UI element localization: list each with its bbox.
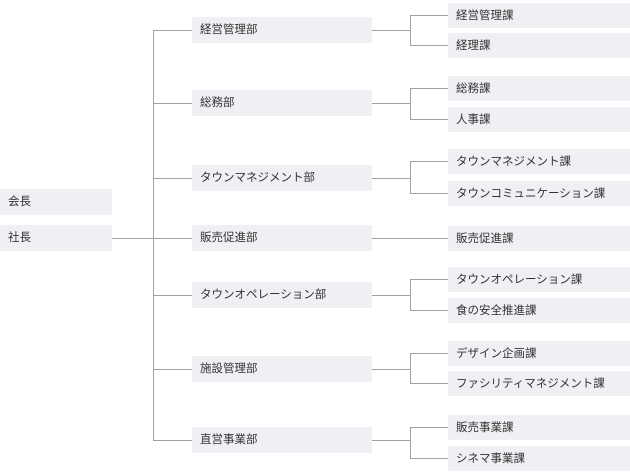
- connector-section-3b: [410, 193, 448, 194]
- connector-branch-1: [372, 30, 410, 31]
- department-box: 直営事業部: [192, 427, 372, 453]
- department-box: タウンオペレーション部: [192, 282, 372, 308]
- connector-branch-7: [372, 440, 410, 441]
- section-box: 販売事業課: [448, 415, 630, 440]
- connector-section-2b: [410, 119, 448, 120]
- connector-section-5b: [410, 310, 448, 311]
- section-box: 食の安全推進課: [448, 298, 630, 323]
- section-box: タウンコミュニケーション課: [448, 181, 630, 206]
- department-box: 施設管理部: [192, 356, 372, 382]
- department-box: 販売促進部: [192, 225, 372, 251]
- connector-dept-2: [153, 103, 192, 104]
- section-box: シネマ事業課: [448, 446, 630, 471]
- connector-branch-3-vertical: [410, 161, 411, 194]
- connector-branch-5: [372, 295, 410, 296]
- connector-section-6a: [410, 353, 448, 354]
- department-box: 総務部: [192, 90, 372, 116]
- department-box: 経営管理部: [192, 17, 372, 43]
- connector-section-3a: [410, 161, 448, 162]
- connector-dept-3: [153, 178, 192, 179]
- connector-branch-7-vertical: [410, 427, 411, 459]
- president-box: 社長: [0, 225, 112, 251]
- section-box: タウンマネジメント課: [448, 149, 630, 174]
- connector-dept-4: [153, 238, 192, 239]
- connector-section-4a: [372, 238, 448, 239]
- connector-section-1b: [410, 45, 448, 46]
- connector-section-7a: [410, 427, 448, 428]
- section-box: デザイン企画課: [448, 341, 630, 366]
- connector-branch-6: [372, 369, 410, 370]
- department-box: タウンマネジメント部: [192, 165, 372, 191]
- section-box: 人事課: [448, 107, 630, 132]
- section-box: 経営管理課: [448, 3, 630, 28]
- section-box: ファシリティマネジメント課: [448, 371, 630, 396]
- section-box: 販売促進課: [448, 226, 630, 251]
- connector-branch-2-vertical: [410, 88, 411, 120]
- section-box: タウンオペレーション課: [448, 267, 630, 292]
- connector-branch-3: [372, 178, 410, 179]
- connector-trunk-vertical: [153, 30, 154, 440]
- connector-branch-2: [372, 103, 410, 104]
- connector-section-2a: [410, 88, 448, 89]
- connector-dept-7: [153, 440, 192, 441]
- connector-branch-5-vertical: [410, 279, 411, 311]
- chairman-box: 会長: [0, 189, 112, 215]
- connector-section-7b: [410, 458, 448, 459]
- connector-dept-1: [153, 30, 192, 31]
- connector-section-5a: [410, 279, 448, 280]
- connector-president-trunk: [112, 238, 154, 239]
- connector-dept-6: [153, 369, 192, 370]
- connector-section-6b: [410, 383, 448, 384]
- section-box: 経理課: [448, 33, 630, 58]
- connector-section-1a: [410, 15, 448, 16]
- section-box: 総務課: [448, 76, 630, 101]
- connector-dept-5: [153, 295, 192, 296]
- connector-branch-1-vertical: [410, 15, 411, 46]
- connector-branch-6-vertical: [410, 353, 411, 384]
